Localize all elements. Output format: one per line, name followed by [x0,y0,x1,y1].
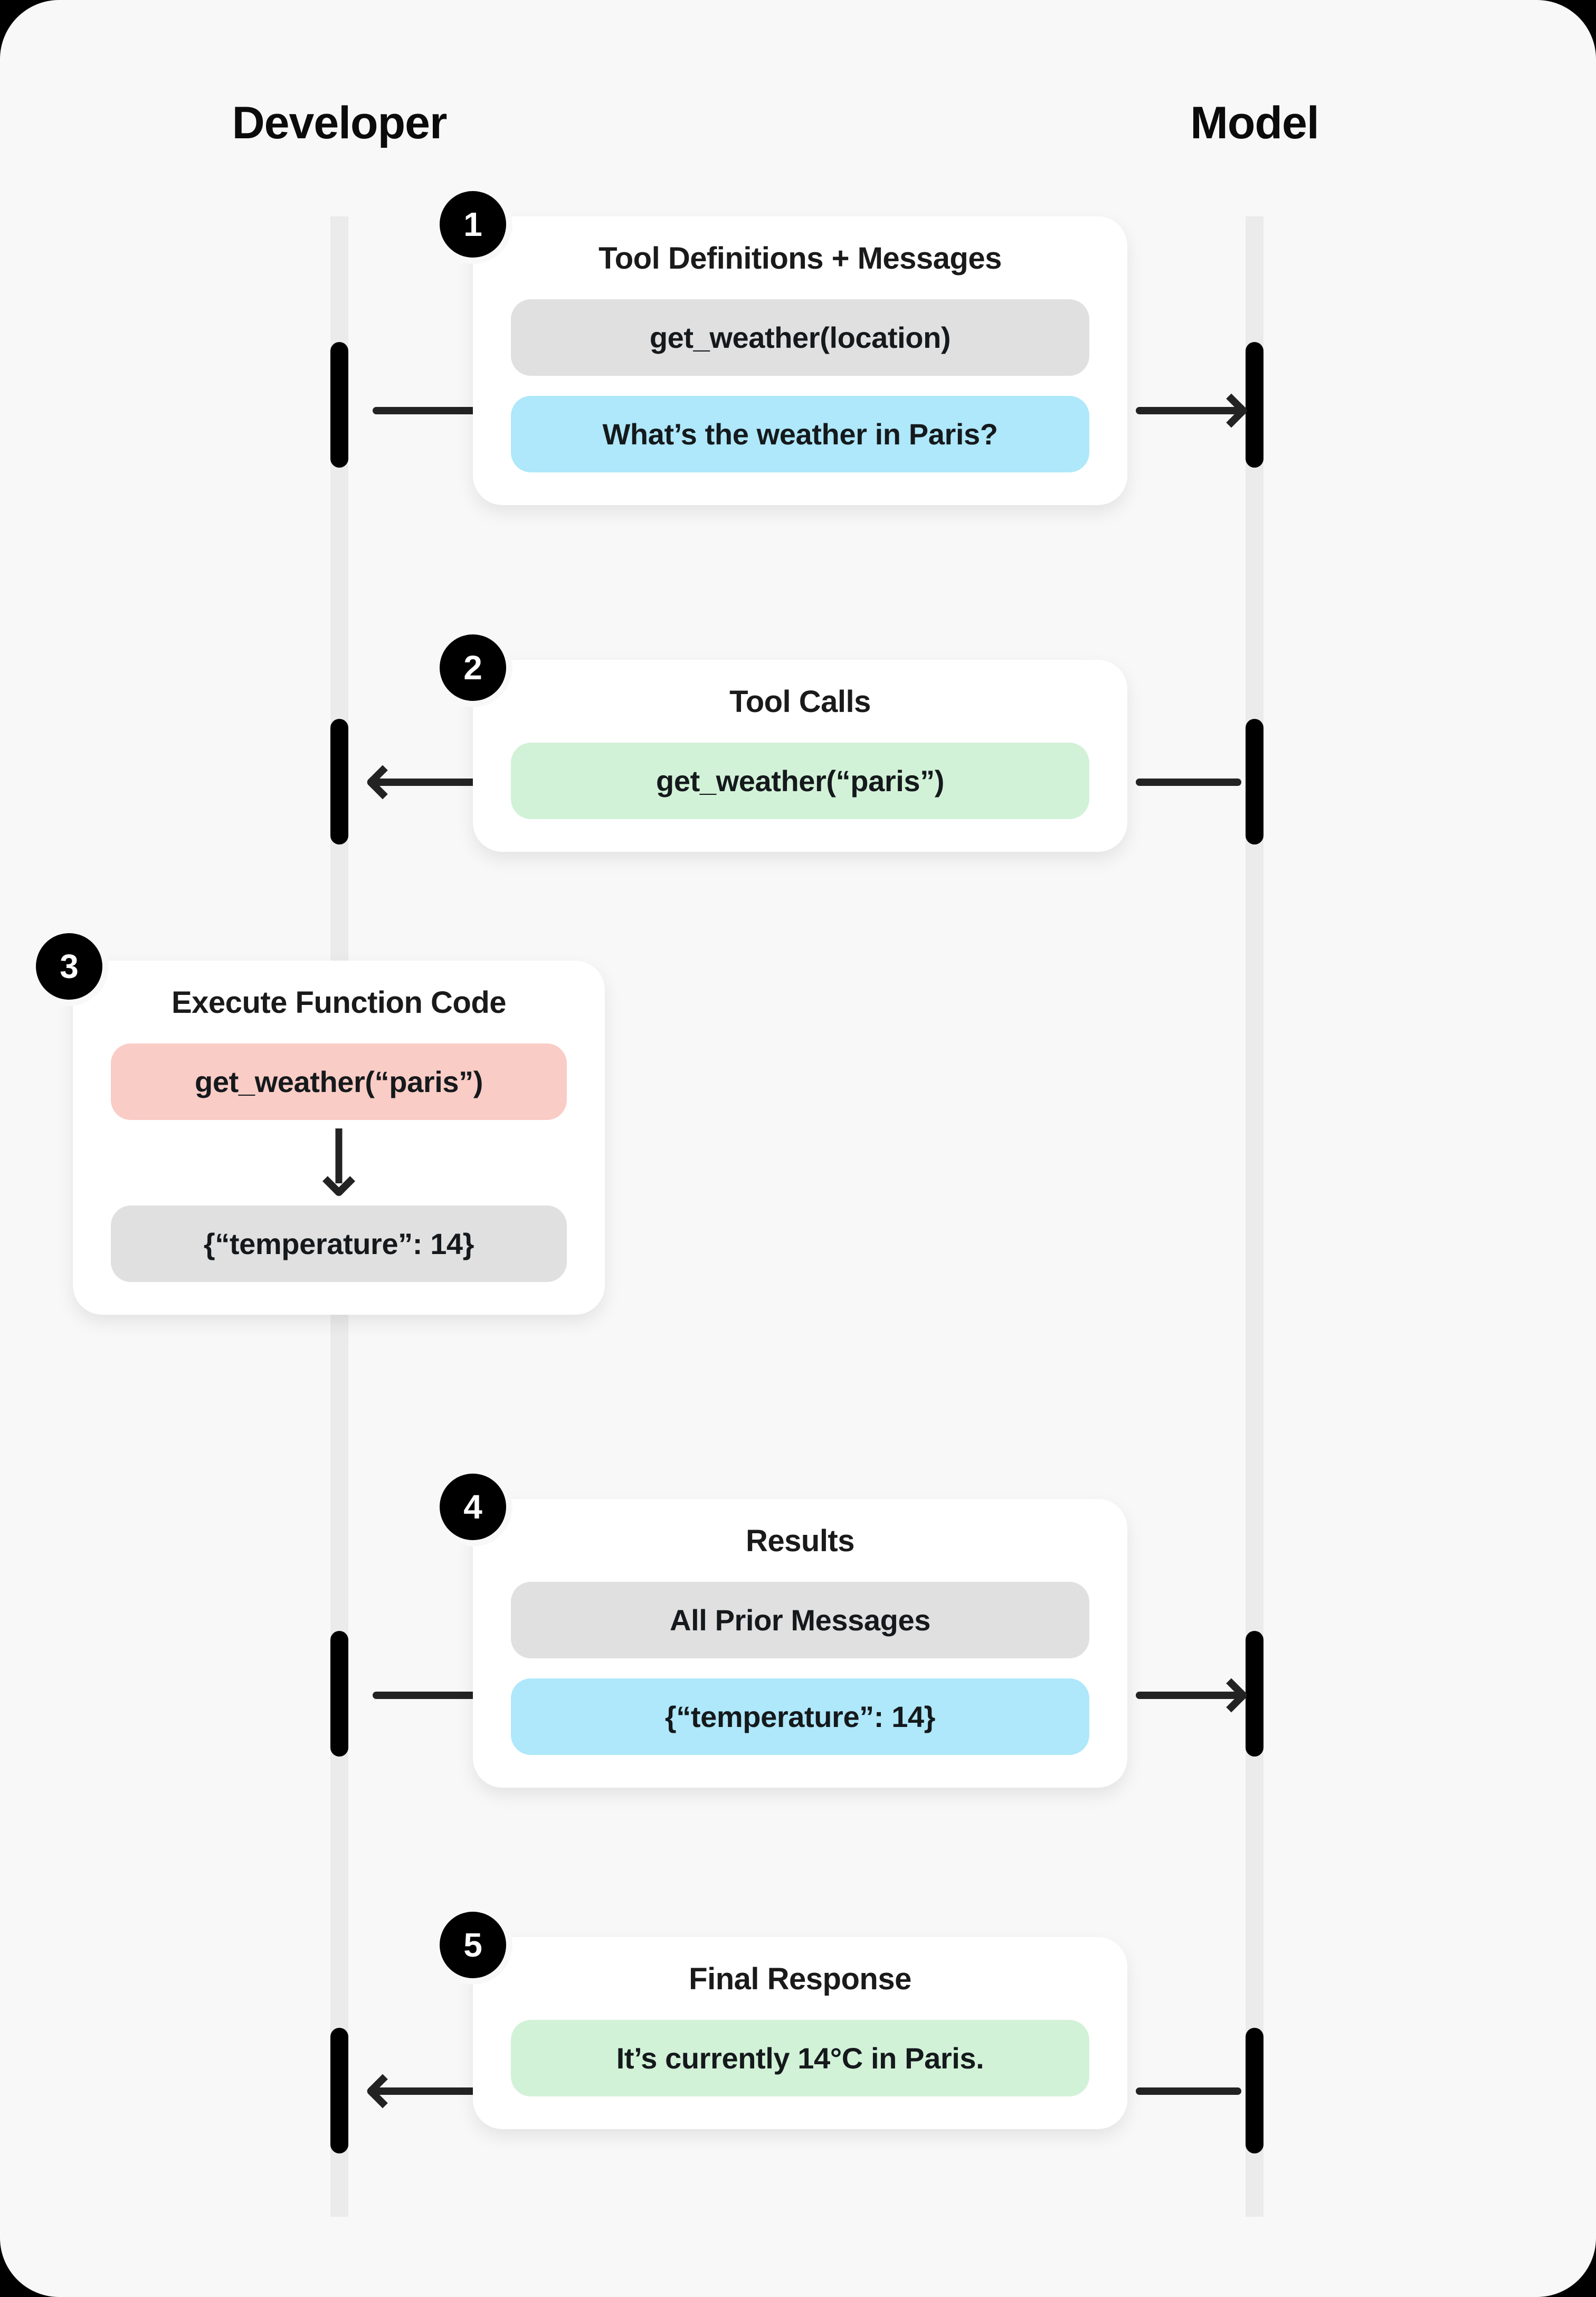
activation-developer-step4 [330,1631,348,1757]
step-5-title: Final Response [689,1962,911,1996]
step-1-pill-2: What’s the weather in Paris? [511,396,1089,472]
activation-model-step2 [1246,719,1264,844]
step-4-pill-2: {“temperature”: 14} [511,1678,1089,1755]
activation-model-step1 [1246,342,1264,468]
connector-line [1136,2087,1241,2095]
actor-label-developer: Developer [232,98,448,148]
step-badge-4: 4 [440,1474,506,1540]
step-3-pill-1: get_weather(“paris”) [111,1043,567,1120]
step-4-pill-1: All Prior Messages [511,1582,1089,1658]
step-2-pill-1: get_weather(“paris”) [511,743,1089,819]
connector-line [1136,779,1241,786]
connector-step5-left-segment [365,2074,494,2109]
arrow-right-icon [1214,1678,1249,1713]
step-badge-3: 3 [36,933,102,1000]
arrow-down-icon [111,1128,567,1198]
connector-line [373,407,494,414]
connector-step5-right-segment [1136,2087,1241,2095]
step-3-pill-2: {“temperature”: 14} [111,1206,567,1282]
arrow-left-icon [365,765,400,800]
connector-step1-right-segment [1136,393,1249,428]
step-3-title: Execute Function Code [171,985,507,1020]
connector-line [373,1692,494,1699]
arrow-right-icon [1214,393,1249,428]
step-card-2[interactable]: Tool Calls get_weather(“paris”) [473,660,1127,852]
step-1-title: Tool Definitions + Messages [598,241,1002,276]
connector-line [1136,407,1241,414]
lifeline-model [1246,216,1264,2217]
connector-step2-right-segment [1136,779,1241,786]
connector-line [373,779,494,786]
activation-model-step4 [1246,1631,1264,1757]
step-badge-1: 1 [440,191,506,258]
step-card-3[interactable]: Execute Function Code get_weather(“paris… [73,961,605,1315]
arrow-down-head [322,1164,356,1198]
connector-step1-left-segment [373,407,494,414]
step-card-4[interactable]: Results All Prior Messages {“temperature… [473,1499,1127,1788]
connector-step2-left-segment [365,765,494,800]
step-badge-5: 5 [440,1912,506,1978]
actor-label-model: Model [1190,98,1319,148]
connector-step4-right-segment [1136,1678,1249,1713]
arrow-left-icon [365,2074,400,2109]
step-card-1[interactable]: Tool Definitions + Messages get_weather(… [473,216,1127,505]
step-5-pill-1: It’s currently 14°C in Paris. [511,2020,1089,2096]
activation-model-step5 [1246,2028,1264,2153]
connector-line [1136,1692,1241,1699]
step-card-5[interactable]: Final Response It’s currently 14°C in Pa… [473,1937,1127,2129]
arrow-down-shaft [335,1128,343,1183]
step-badge-2: 2 [440,634,506,701]
activation-developer-step5 [330,2028,348,2153]
connector-line [373,2087,494,2095]
step-2-title: Tool Calls [729,685,871,719]
activation-developer-step1 [330,342,348,468]
step-4-title: Results [745,1524,855,1558]
connector-step4-left-segment [373,1692,494,1699]
step-1-pill-1: get_weather(location) [511,299,1089,376]
activation-developer-step2 [330,719,348,844]
